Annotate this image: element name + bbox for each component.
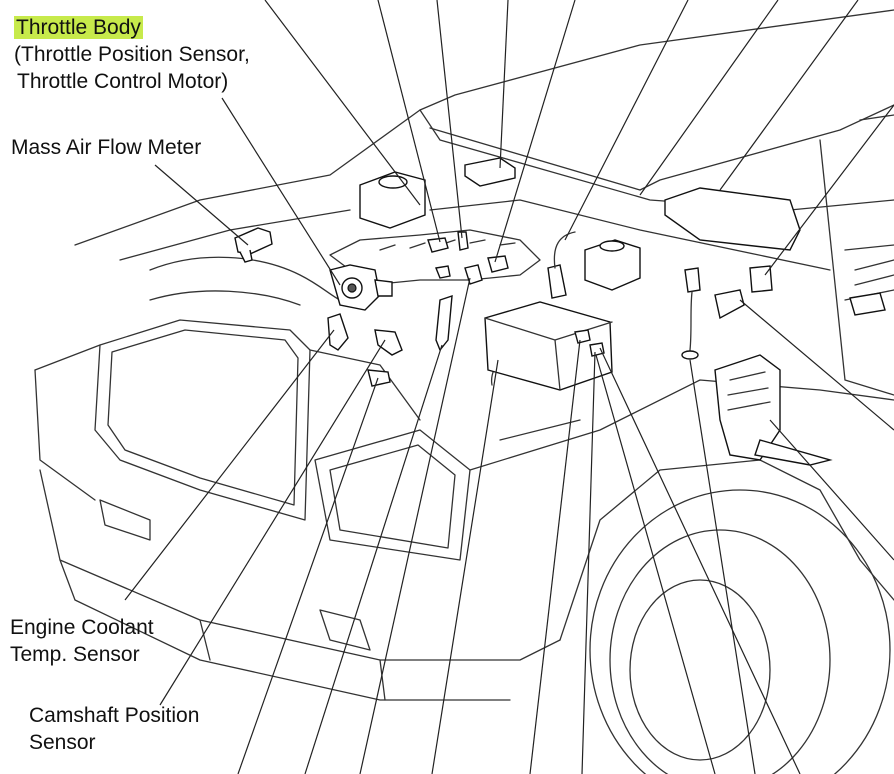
throttle-body-label: Throttle Body	[14, 14, 143, 41]
leader-right-1	[764, 104, 894, 276]
camshaft-position-label-line-2: Sensor	[29, 731, 96, 754]
leader-mass-air-flow-meter	[154, 164, 249, 246]
leader-throttle-body	[221, 97, 341, 286]
leader-bottom-2	[304, 344, 443, 774]
leader-right-2	[739, 299, 894, 431]
engine-coolant-label-line-2: Temp. Sensor	[10, 643, 140, 666]
leader-camshaft-position-sensor	[159, 339, 386, 706]
leader-top-3	[436, 0, 463, 239]
leader-bottom-9	[599, 347, 801, 774]
leader-lines	[124, 0, 894, 774]
leader-bottom-5	[529, 339, 581, 774]
leader-bottom-8	[689, 359, 756, 774]
leader-top-6	[564, 0, 689, 241]
leader-bottom-6	[581, 351, 596, 774]
leader-top-4	[499, 0, 509, 169]
leader-top-2	[377, 0, 441, 243]
camshaft-position-label-line-1: Camshaft Position	[29, 704, 200, 727]
leader-bottom-4	[431, 359, 499, 774]
leader-bottom-1	[237, 377, 379, 774]
throttle-body-detail-line-1: (Throttle Position Sensor,	[14, 43, 250, 66]
leader-bottom-7	[595, 354, 716, 774]
throttle-body-title: Throttle Body	[14, 16, 143, 39]
mass-air-flow-meter-label: Mass Air Flow Meter	[11, 136, 202, 159]
engine-coolant-label-line-1: Engine Coolant	[10, 616, 154, 639]
throttle-body-detail-line-2: Throttle Control Motor)	[17, 70, 229, 93]
leader-right-3	[769, 419, 894, 561]
leader-top-7	[639, 0, 779, 196]
leader-top-1	[264, 0, 421, 206]
leader-top-5	[494, 0, 576, 263]
engine-bay-parts	[149, 157, 894, 466]
leader-engine-coolant-temp-sensor	[124, 329, 335, 601]
leader-bottom-3	[359, 277, 471, 774]
leader-top-8	[719, 0, 859, 191]
